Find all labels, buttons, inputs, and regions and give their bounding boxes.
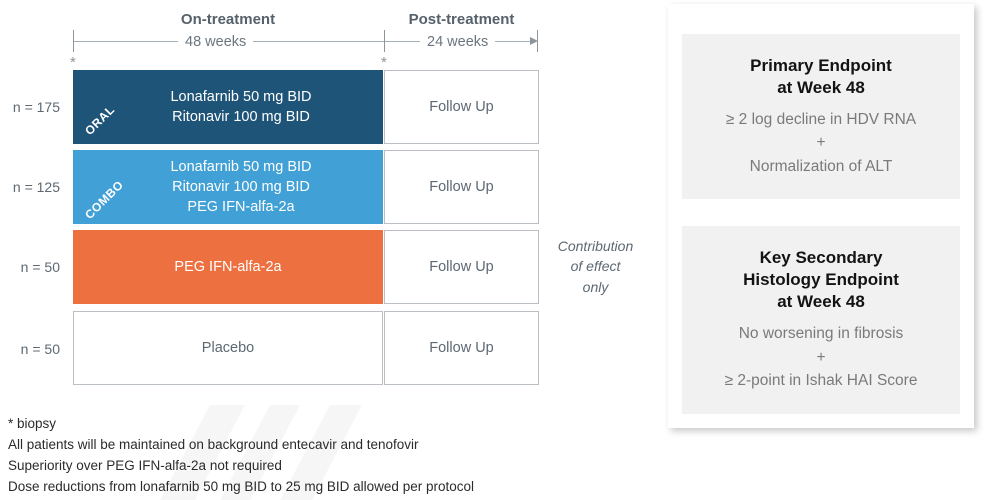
duration-post-treatment: 24 weeks [420, 34, 496, 50]
arm-box-peg: PEG IFN-alfa-2a [73, 230, 383, 304]
footnote-superiority: Superiority over PEG IFN-alfa-2a not req… [8, 457, 282, 473]
arm-treatment-placebo: Placebo [201, 340, 255, 356]
footnote-biopsy: * biopsy [8, 416, 57, 431]
arm-box-oral: ORAL Lonafarnib 50 mg BID Ritonavir 100 … [73, 70, 383, 144]
secondary-endpoint-criteria: No worsening in fibrosis + ≥ 2-point in … [724, 325, 918, 390]
n-label-peg: n = 50 [20, 259, 60, 275]
timeline-tick-start [73, 30, 74, 52]
biopsy-marker-baseline: * [70, 54, 76, 71]
arm-treatment-oral: Lonafarnib 50 mg BID Ritonavir 100 mg BI… [170, 89, 312, 125]
primary-endpoint-panel: Primary Endpoint at Week 48 ≥ 2 log decl… [682, 34, 960, 199]
n-label-placebo: n = 50 [20, 341, 60, 357]
duration-on-treatment: 48 weeks [178, 34, 254, 50]
biopsy-marker-week48: * [381, 54, 387, 71]
footnote-background-therapy: All patients will be maintained on backg… [8, 436, 419, 452]
timeline-tick-week48 [384, 30, 385, 52]
arm-treatment-peg: PEG IFN-alfa-2a [174, 259, 282, 275]
followup-box-peg: Follow Up [384, 230, 539, 304]
phase-title-post-treatment: Post-treatment [408, 11, 515, 28]
phase-title-on-treatment: On-treatment [180, 11, 276, 28]
primary-endpoint-criteria: ≥ 2 log decline in HDV RNA + Normalizati… [725, 110, 917, 175]
arm-tag-oral: ORAL [82, 102, 118, 138]
primary-endpoint-title: Primary Endpoint at Week 48 [750, 55, 892, 97]
arm-box-placebo: Placebo [73, 311, 383, 385]
secondary-endpoint-panel: Key Secondary Histology Endpoint at Week… [682, 226, 960, 414]
n-label-oral: n = 175 [12, 99, 60, 115]
arm-box-combo: COMBO Lonafarnib 50 mg BID Ritonavir 100… [73, 150, 383, 224]
secondary-endpoint-title: Key Secondary Histology Endpoint at Week… [743, 248, 899, 312]
footnotes: * biopsy All patients will be maintained… [8, 414, 648, 498]
followup-box-oral: Follow Up [384, 70, 539, 144]
arm-treatment-combo: Lonafarnib 50 mg BID Ritonavir 100 mg BI… [170, 159, 312, 215]
timeline-arrow-icon [530, 37, 538, 45]
contribution-of-effect-note: Contribution of effect only [557, 238, 634, 295]
arm-tag-combo: COMBO [82, 177, 127, 222]
endpoints-card: Primary Endpoint at Week 48 ≥ 2 log decl… [668, 4, 974, 428]
n-label-combo: n = 125 [12, 179, 60, 195]
followup-box-placebo: Follow Up [384, 311, 539, 385]
footnote-dose-reduction: Dose reductions from lonafarnib 50 mg BI… [8, 478, 474, 494]
followup-box-combo: Follow Up [384, 150, 539, 224]
